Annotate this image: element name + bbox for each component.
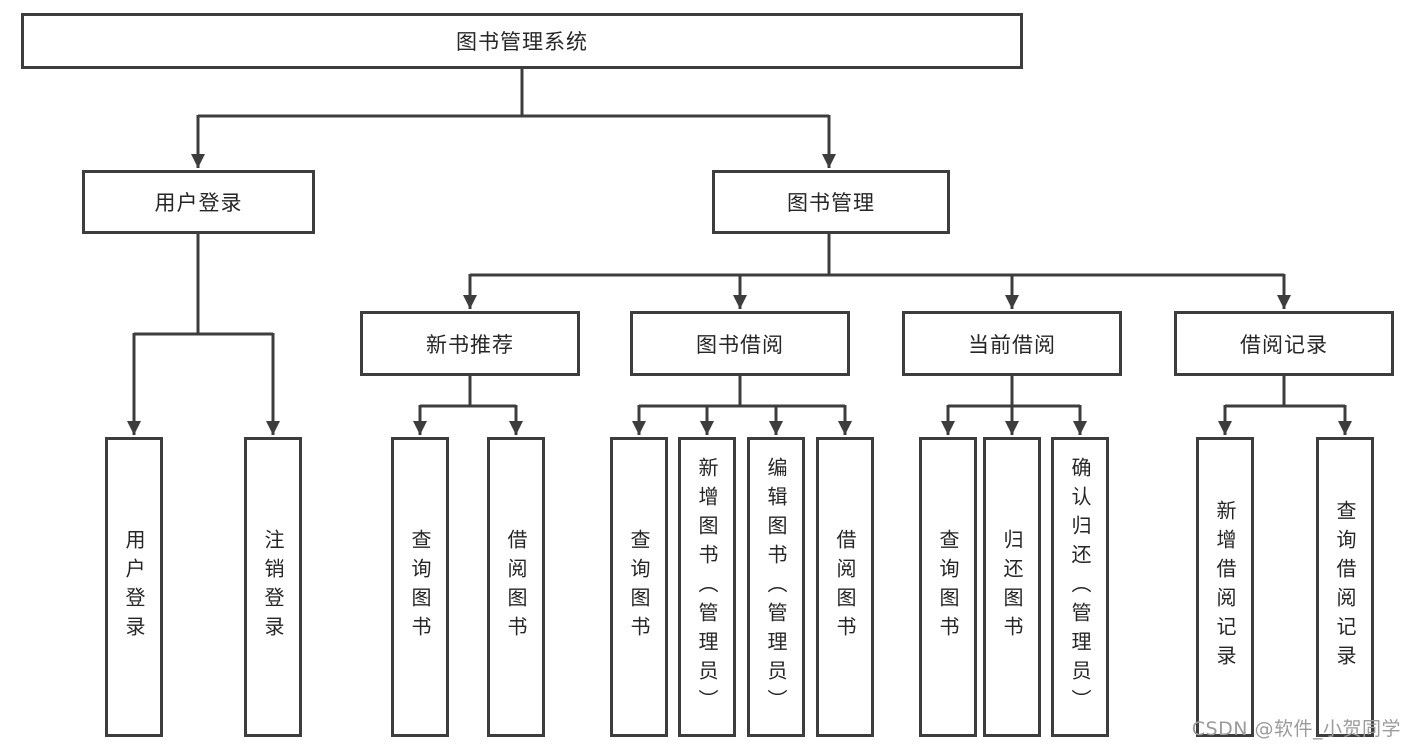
csdn-watermark: CSDN @软件_小贺同学 — [1191, 718, 1401, 740]
node-book-management: 图书管理 — [712, 170, 950, 234]
node-new-book-recommend: 新书推荐 — [360, 311, 580, 376]
node-new-book-recommend-label: 新书推荐 — [426, 332, 514, 357]
leaf-query-book-2: 查询图书 — [610, 437, 668, 737]
leaf-add-book-label: 新增图书（管理员） — [695, 456, 719, 718]
node-current-borrow: 当前借阅 — [902, 311, 1122, 376]
node-user-login: 用户登录 — [82, 170, 315, 234]
leaf-return-book-label: 归还图书 — [1000, 529, 1024, 645]
leaf-add-borrow-record-label: 新增借阅记录 — [1213, 500, 1237, 674]
leaf-confirm-return: 确认归还（管理员） — [1051, 437, 1109, 737]
node-book-management-label: 图书管理 — [787, 191, 875, 215]
leaf-query-borrow-record-label: 查询借阅记录 — [1333, 500, 1357, 674]
leaf-confirm-return-label: 确认归还（管理员） — [1068, 456, 1092, 718]
node-borrow-record-label: 借阅记录 — [1240, 332, 1328, 357]
leaf-borrow-book-2-label: 借阅图书 — [833, 529, 857, 645]
leaf-query-book-3-label: 查询图书 — [936, 529, 960, 645]
node-current-borrow-label: 当前借阅 — [968, 332, 1056, 357]
leaf-user-login-label: 用户登录 — [122, 529, 146, 645]
leaf-edit-book-label: 编辑图书（管理员） — [764, 456, 788, 718]
leaf-query-book-1: 查询图书 — [391, 437, 449, 737]
node-root: 图书管理系统 — [21, 13, 1023, 69]
leaf-logout-label: 注销登录 — [261, 529, 285, 645]
leaf-add-book: 新增图书（管理员） — [678, 437, 736, 737]
leaf-query-book-1-label: 查询图书 — [408, 529, 432, 645]
leaf-logout: 注销登录 — [244, 437, 302, 737]
leaf-return-book: 归还图书 — [983, 437, 1041, 737]
leaf-borrow-book-1: 借阅图书 — [487, 437, 545, 737]
node-book-borrow: 图书借阅 — [630, 311, 850, 376]
node-book-borrow-label: 图书借阅 — [696, 332, 784, 357]
node-user-login-label: 用户登录 — [154, 191, 243, 215]
leaf-query-borrow-record: 查询借阅记录 — [1316, 437, 1374, 737]
leaf-query-book-2-label: 查询图书 — [627, 529, 651, 645]
leaf-borrow-book-2: 借阅图书 — [816, 437, 874, 737]
leaf-borrow-book-1-label: 借阅图书 — [504, 529, 528, 645]
leaf-query-book-3: 查询图书 — [919, 437, 977, 737]
node-borrow-record: 借阅记录 — [1174, 311, 1394, 376]
leaf-user-login: 用户登录 — [105, 437, 163, 737]
leaf-add-borrow-record: 新增借阅记录 — [1196, 437, 1254, 737]
leaf-edit-book: 编辑图书（管理员） — [747, 437, 805, 737]
node-root-label: 图书管理系统 — [456, 30, 588, 54]
